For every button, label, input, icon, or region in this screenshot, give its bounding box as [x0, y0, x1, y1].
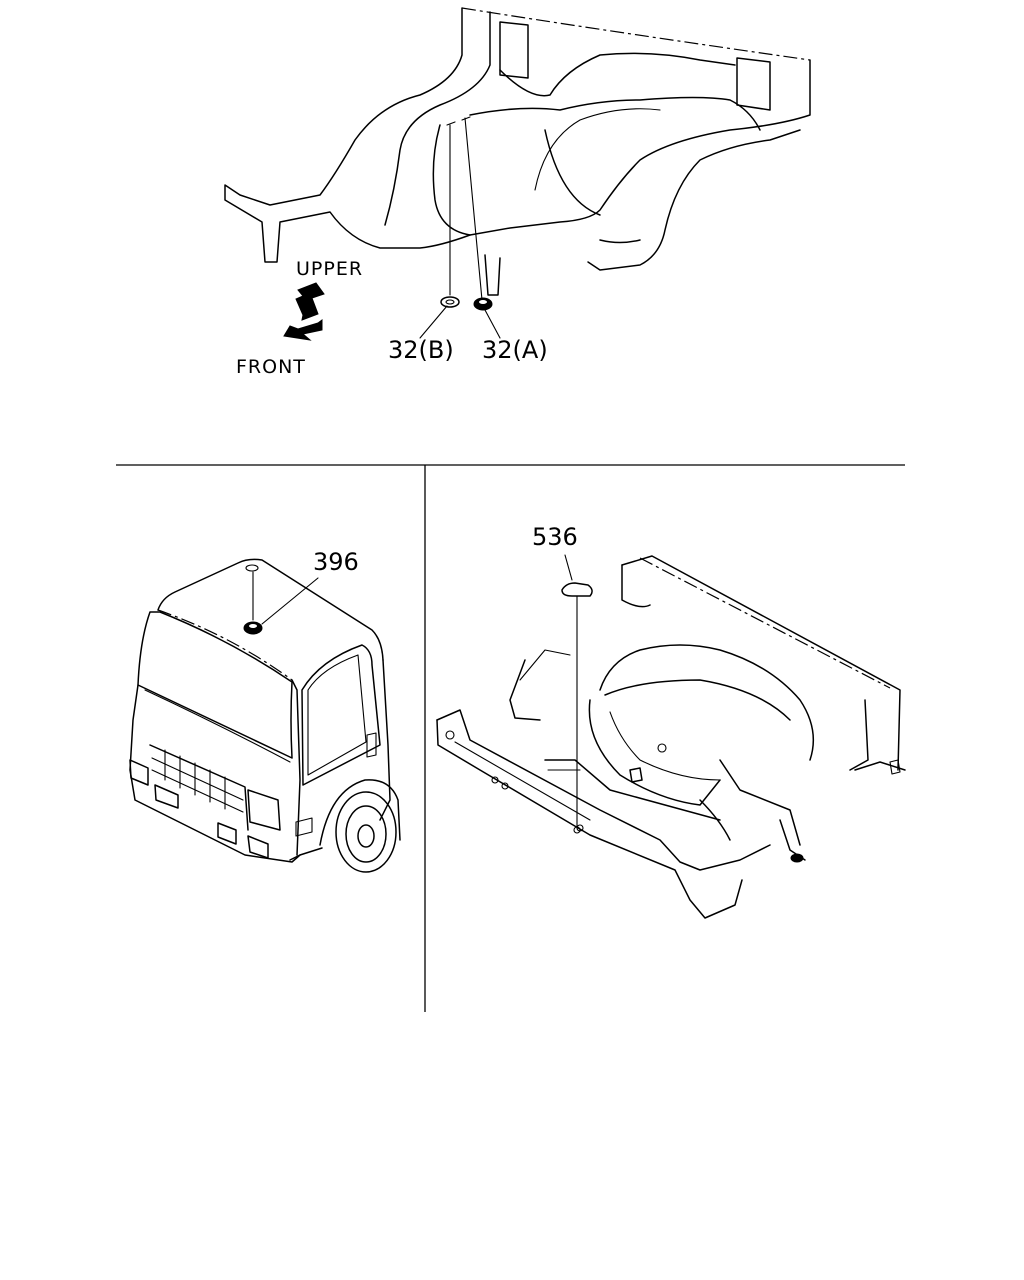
grommet-32b-icon [440, 296, 460, 308]
callout-396: 396 [313, 548, 359, 576]
floor-panel-illustration [224, 7, 811, 339]
plug-32a-icon [473, 297, 493, 311]
truck-cab-illustration [129, 558, 401, 873]
callout-32b: 32(B) [388, 336, 454, 364]
upper-arrow-icon [295, 282, 325, 321]
callout-32a: 32(A) [482, 336, 548, 364]
front-direction-label: FRONT [236, 356, 306, 378]
direction-indicator [283, 282, 325, 341]
rear-floor-pan-illustration [436, 554, 906, 919]
upper-direction-label: UPPER [296, 258, 363, 280]
plug-536-icon [561, 582, 593, 597]
callout-536: 536 [532, 523, 578, 551]
front-arrow-icon [283, 319, 323, 341]
